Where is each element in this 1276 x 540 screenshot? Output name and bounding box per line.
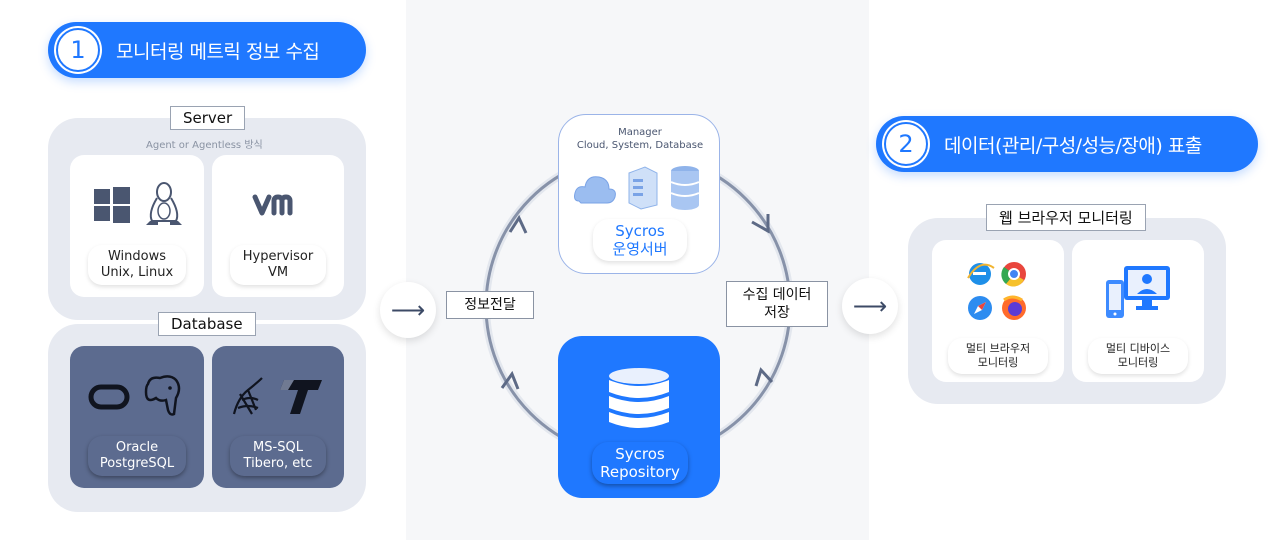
server-card-windows-label: Windows Unix, Linux — [88, 245, 186, 285]
db-card-oracle-label: Oracle PostgreSQL — [88, 436, 186, 476]
label-line: Hypervisor — [242, 249, 314, 264]
label-line: MS-SQL — [253, 440, 303, 455]
collected-data-line1: 수집 데이터 — [742, 287, 812, 303]
manager-card: Manager Cloud, System, Database Sycros 운… — [558, 114, 720, 274]
cycle-arrowhead — [500, 370, 520, 390]
database-tag: Database — [158, 312, 256, 336]
arrow-right-icon: ⟶ — [390, 296, 426, 324]
web-card-browsers: 멀티 브라우저 모니터링 — [932, 240, 1064, 382]
manager-note2: Cloud, System, Database — [576, 140, 704, 151]
step2-banner: 2 데이터(관리/구성/성능/장애) 표출 — [876, 116, 1258, 172]
windows-icon — [94, 187, 130, 223]
step1-banner: 1 모니터링 메트릭 정보 수집 — [48, 22, 366, 78]
manager-icons — [574, 166, 700, 210]
repository-card: Sycros Repository — [558, 336, 720, 498]
server-tag: Server — [170, 106, 246, 130]
manager-title: Sycros — [615, 222, 665, 240]
vmware-icon — [252, 194, 293, 216]
web-card-browsers-label: 멀티 브라우저 모니터링 — [948, 338, 1048, 374]
info-transfer-label: 정보전달 — [446, 291, 534, 319]
ie-icon — [967, 263, 995, 285]
safari-icon — [968, 296, 992, 320]
tibero-icon — [280, 380, 322, 414]
web-tag: 웹 브라우저 모니터링 — [986, 204, 1146, 231]
mssql-icon — [232, 377, 263, 415]
cloud-icon — [574, 176, 616, 204]
label-line: 멀티 브라우저 — [965, 342, 1031, 355]
chrome-icon — [1001, 262, 1026, 287]
server-note: Agent or Agentless 방식 — [146, 140, 263, 151]
arrow-right-icon: ⟶ — [852, 292, 888, 320]
manager-sub: 운영서버 — [612, 240, 668, 258]
label-line: Oracle — [115, 440, 159, 455]
database-icon — [670, 166, 700, 210]
step2-title: 데이터(관리/구성/성능/장애) 표출 — [944, 134, 1202, 157]
label-line: 모니터링 — [1117, 356, 1159, 369]
label-line: 모니터링 — [977, 356, 1019, 369]
cycle-arrowhead — [751, 214, 770, 234]
manager-note1: Manager — [618, 127, 662, 138]
server-card-windows: Windows Unix, Linux — [70, 155, 204, 297]
step1-number: 1 — [56, 28, 100, 72]
label-line: PostgreSQL — [99, 456, 175, 471]
db-card-mssql-label: MS-SQL Tibero, etc — [230, 436, 326, 476]
label-line: Tibero, etc — [243, 456, 313, 471]
label-line: 멀티 디바이스 — [1105, 342, 1171, 355]
label-line: Unix, Linux — [100, 265, 174, 280]
label-line: VM — [267, 265, 289, 280]
repository-database-icon — [609, 368, 669, 428]
linux-icon — [146, 182, 182, 225]
server-card-hypervisor: Hypervisor VM — [212, 155, 344, 297]
web-card-devices-label: 멀티 디바이스 모니터링 — [1088, 338, 1188, 374]
right-flow-arrow: ⟶ — [842, 278, 898, 334]
step2-number: 2 — [884, 122, 928, 166]
server-card-hypervisor-label: Hypervisor VM — [230, 245, 326, 285]
server-icon — [628, 166, 658, 210]
cycle-arrowhead — [508, 214, 528, 234]
repository-title: Sycros — [615, 445, 665, 463]
db-card-oracle: Oracle PostgreSQL — [70, 346, 204, 488]
devices-icon — [1106, 266, 1170, 318]
postgresql-icon — [144, 375, 181, 416]
label-line: Windows — [107, 249, 167, 264]
cycle-arrowhead — [754, 367, 774, 387]
firefox-icon — [1002, 295, 1026, 320]
repository-label: Sycros Repository — [592, 442, 688, 484]
collected-data-label: 수집 데이터 저장 — [726, 281, 828, 327]
left-flow-arrow: ⟶ — [380, 282, 436, 338]
repository-sub: Repository — [600, 463, 680, 481]
step1-title: 모니터링 메트릭 정보 수집 — [116, 40, 320, 63]
collected-data-line2: 저장 — [764, 305, 790, 321]
web-card-devices: 멀티 디바이스 모니터링 — [1072, 240, 1204, 382]
manager-label: Sycros 운영서버 — [593, 219, 687, 261]
browser-icons — [967, 262, 1026, 320]
oracle-icon — [88, 384, 130, 410]
db-card-mssql: MS-SQL Tibero, etc — [212, 346, 344, 488]
